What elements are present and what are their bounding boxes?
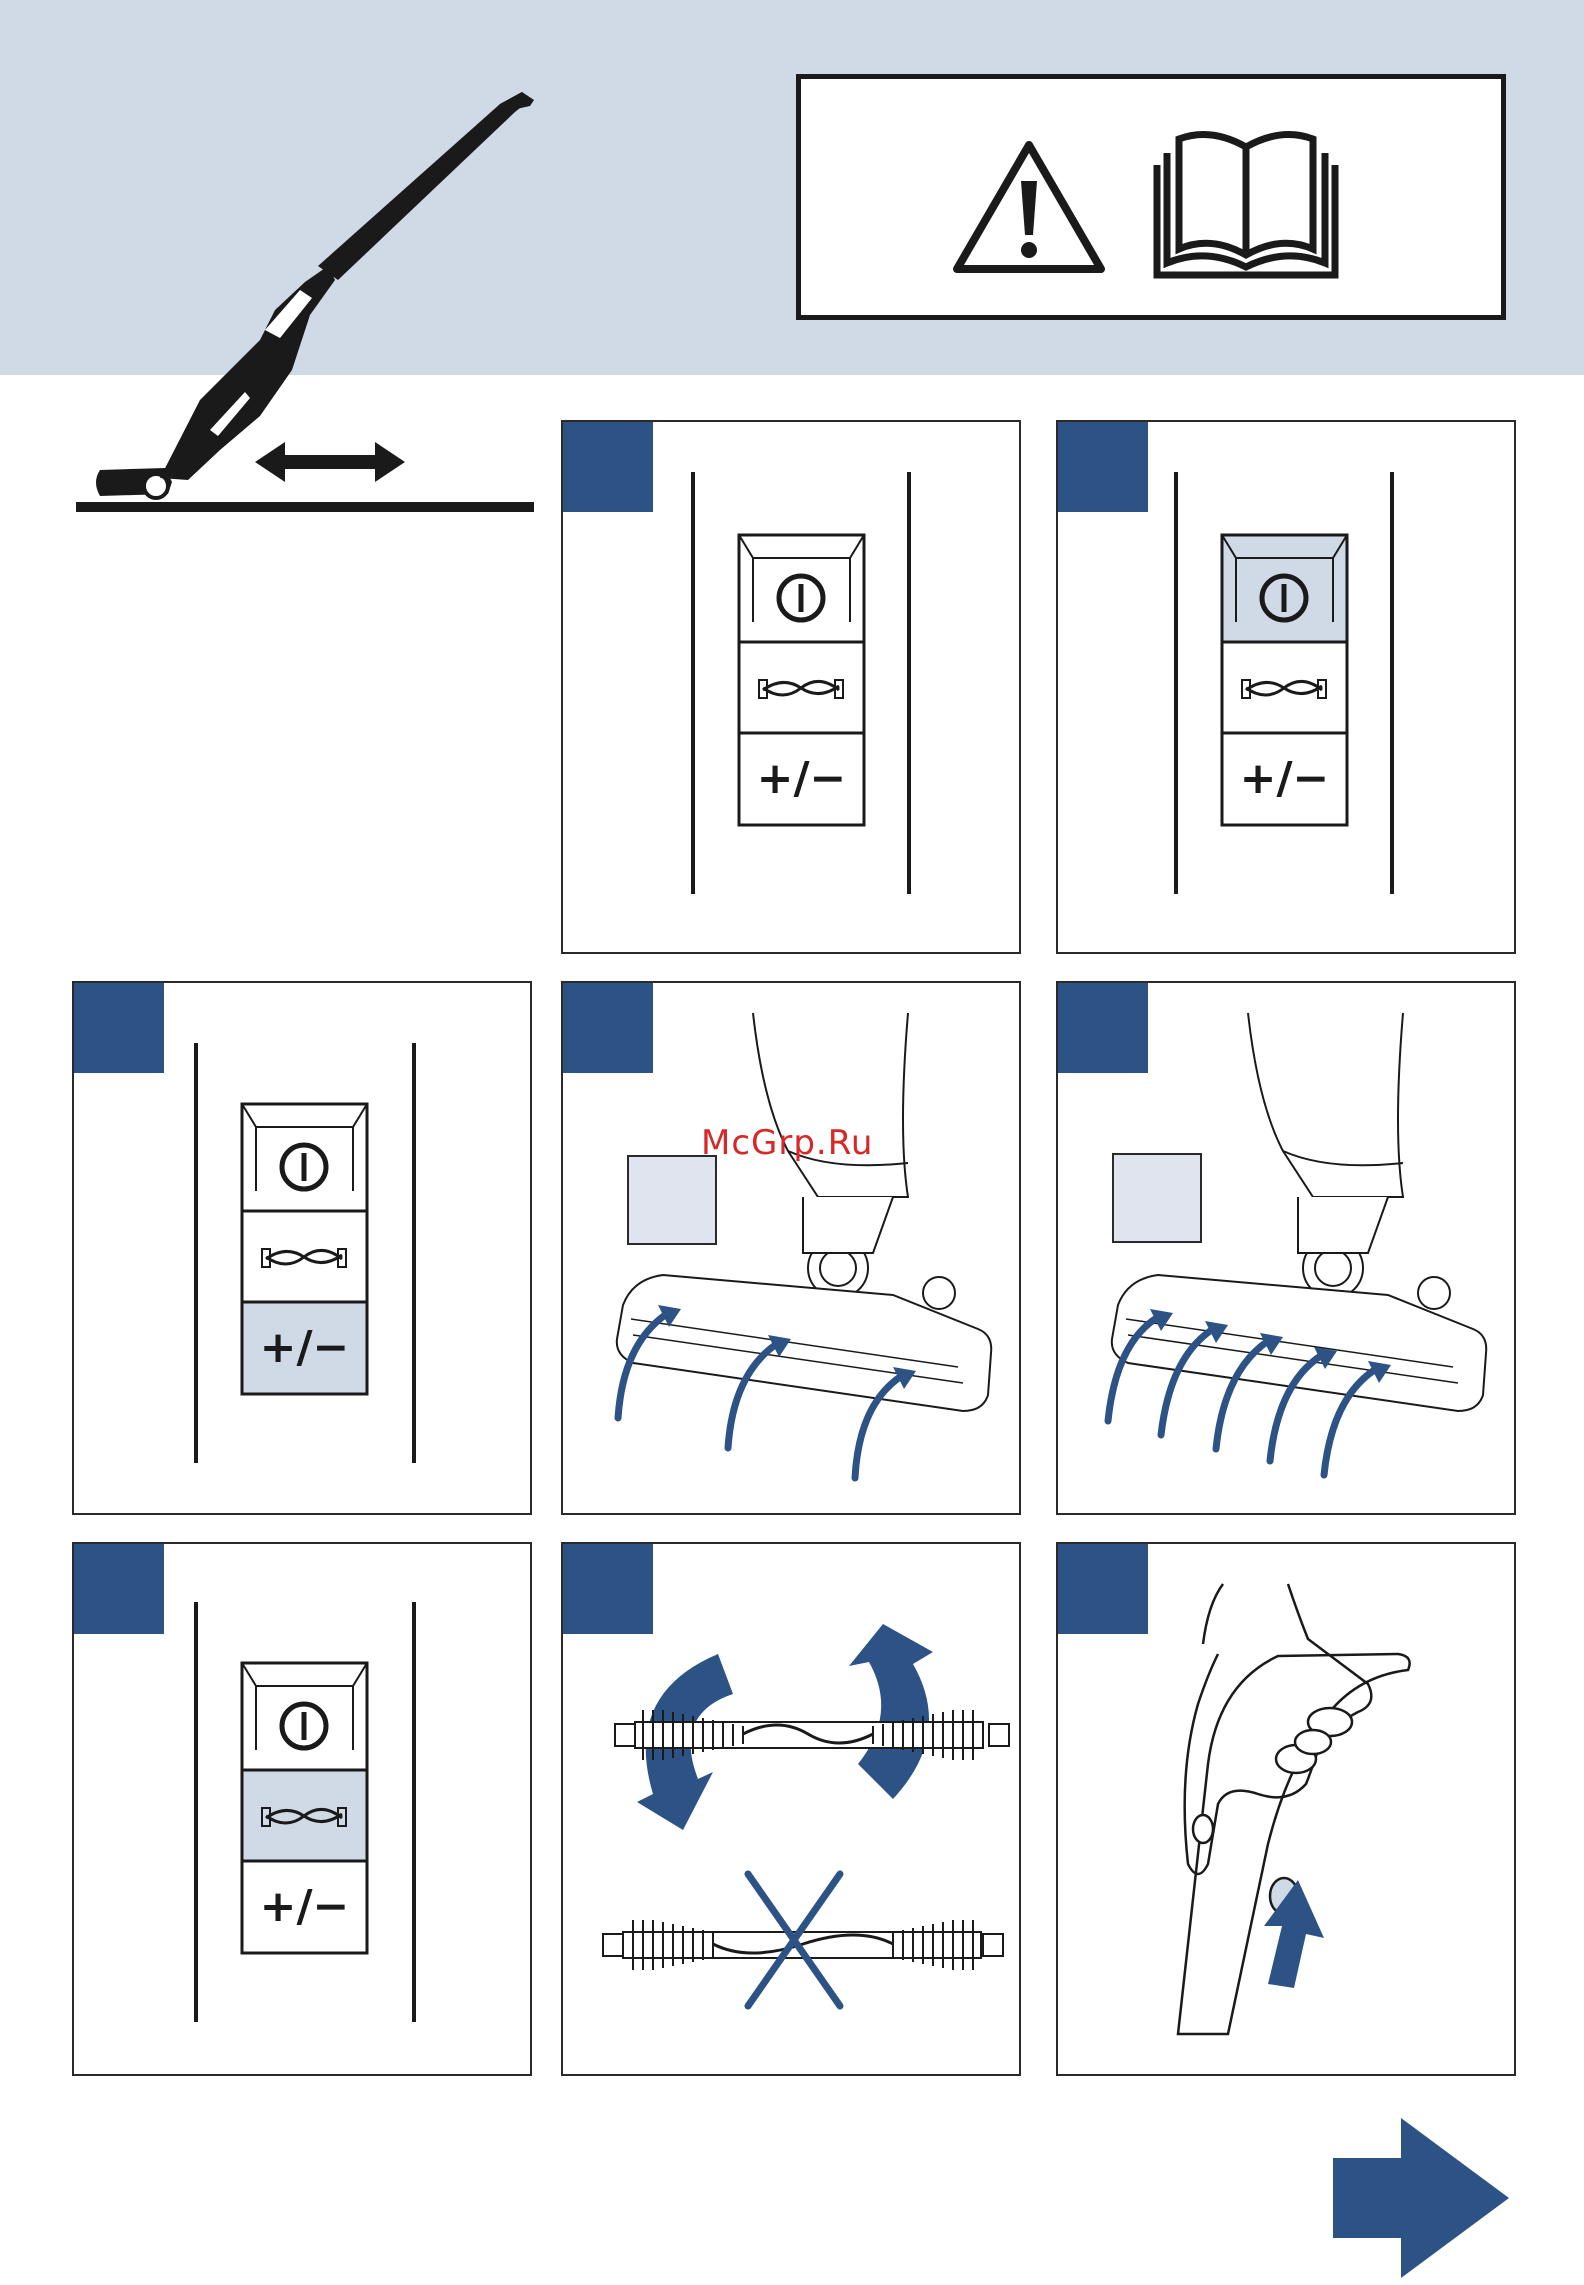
next-page-arrow-icon bbox=[1333, 2118, 1513, 2278]
step-panel-power-on: +/− bbox=[1056, 420, 1516, 954]
control-panel-illustration bbox=[1058, 422, 1516, 954]
control-panel-illustration bbox=[563, 422, 1021, 954]
stick-vacuum-illustration bbox=[60, 70, 560, 530]
floor-head-airflow-illustration bbox=[1058, 983, 1516, 1515]
control-panel-illustration bbox=[74, 1544, 532, 2076]
step-panel-floor-head-low: McGrp.Ru bbox=[561, 981, 1021, 1515]
floor-head-airflow-illustration bbox=[563, 983, 1021, 1515]
control-panel-illustration bbox=[74, 983, 532, 1515]
step-panel-brushroll: +/− bbox=[72, 1542, 532, 2076]
warning-read-manual-box bbox=[796, 74, 1506, 320]
step-panel-suction-level: +/− bbox=[72, 981, 532, 1515]
suction-level-button-label: +/− bbox=[242, 1881, 367, 1932]
warning-triangle-icon bbox=[949, 137, 1109, 277]
suction-level-button-label: +/− bbox=[242, 1322, 367, 1373]
open-book-icon bbox=[1151, 125, 1341, 285]
suction-level-button-label: +/− bbox=[739, 753, 864, 804]
step-panel-floor-head-high bbox=[1056, 981, 1516, 1515]
brushroll-rotation-illustration bbox=[563, 1544, 1021, 2076]
step-panel-power-off: +/− bbox=[561, 420, 1021, 954]
watermark-text: McGrp.Ru bbox=[701, 1123, 873, 1163]
suction-level-button-label: +/− bbox=[1222, 753, 1347, 804]
step-panel-release-handle bbox=[1056, 1542, 1516, 2076]
step-panel-brushroll-orientation bbox=[561, 1542, 1021, 2076]
hand-release-button-illustration bbox=[1058, 1544, 1516, 2076]
